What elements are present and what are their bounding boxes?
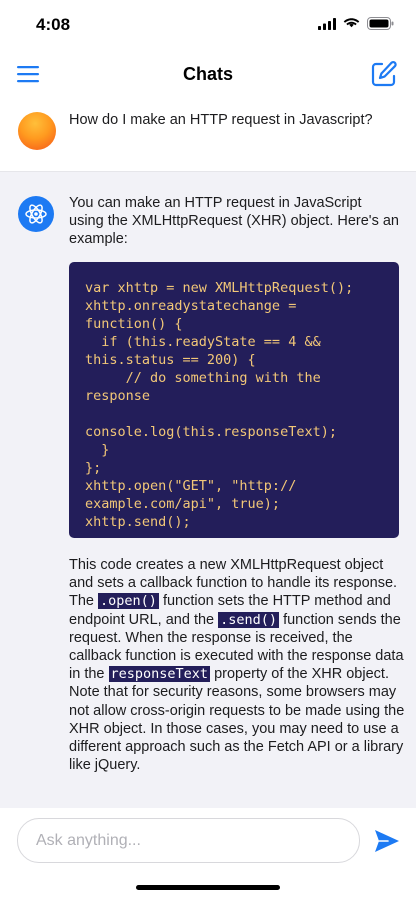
compose-icon <box>371 61 397 87</box>
status-bar: 4:08 <box>0 0 416 50</box>
paper-plane-icon <box>375 830 399 852</box>
body-text-segment: function sends the request. When the res… <box>69 611 404 683</box>
body-text-segment: This code creates a new XMLHttpRequest o… <box>69 557 398 610</box>
user-avatar <box>18 112 56 150</box>
user-message: How do I make an HTTP request in Javascr… <box>0 100 416 172</box>
wifi-icon <box>343 17 360 27</box>
inline-code-send: .send() <box>218 611 280 628</box>
menu-button[interactable] <box>16 63 40 85</box>
hamburger-menu-icon <box>17 66 39 83</box>
status-time: 4:08 <box>36 15 71 34</box>
message-input[interactable] <box>17 818 360 863</box>
battery-icon <box>367 17 394 30</box>
send-button[interactable] <box>373 828 401 854</box>
atom-icon <box>25 204 47 224</box>
assistant-message: You can make an HTTP request in JavaScri… <box>0 172 416 808</box>
page-title: Chats <box>182 64 233 84</box>
inline-code-open: .open() <box>98 593 159 610</box>
new-chat-button[interactable] <box>370 60 398 88</box>
inline-code-responsetext: responseText <box>108 666 211 683</box>
nav-bar: Chats <box>0 50 416 100</box>
user-message-text: How do I make an HTTP request in Javascr… <box>69 112 373 128</box>
code-block: var xhttp = new XMLHttpRequest(); xhttp.… <box>69 262 399 538</box>
cellular-signal-icon <box>318 17 336 30</box>
composer <box>0 808 416 900</box>
body-text-segment: property of the XHR object. Note that fo… <box>69 666 405 774</box>
status-icons <box>318 17 394 30</box>
assistant-body-text: This code creates a new XMLHttpRequest o… <box>69 556 405 774</box>
assistant-intro-text: You can make an HTTP request in JavaScri… <box>69 195 399 247</box>
code-content: var xhttp = new XMLHttpRequest(); xhttp.… <box>85 280 354 530</box>
home-indicator <box>136 885 280 890</box>
body-text-segment: function sets the HTTP method and endpoi… <box>69 593 391 628</box>
assistant-avatar <box>18 196 54 232</box>
